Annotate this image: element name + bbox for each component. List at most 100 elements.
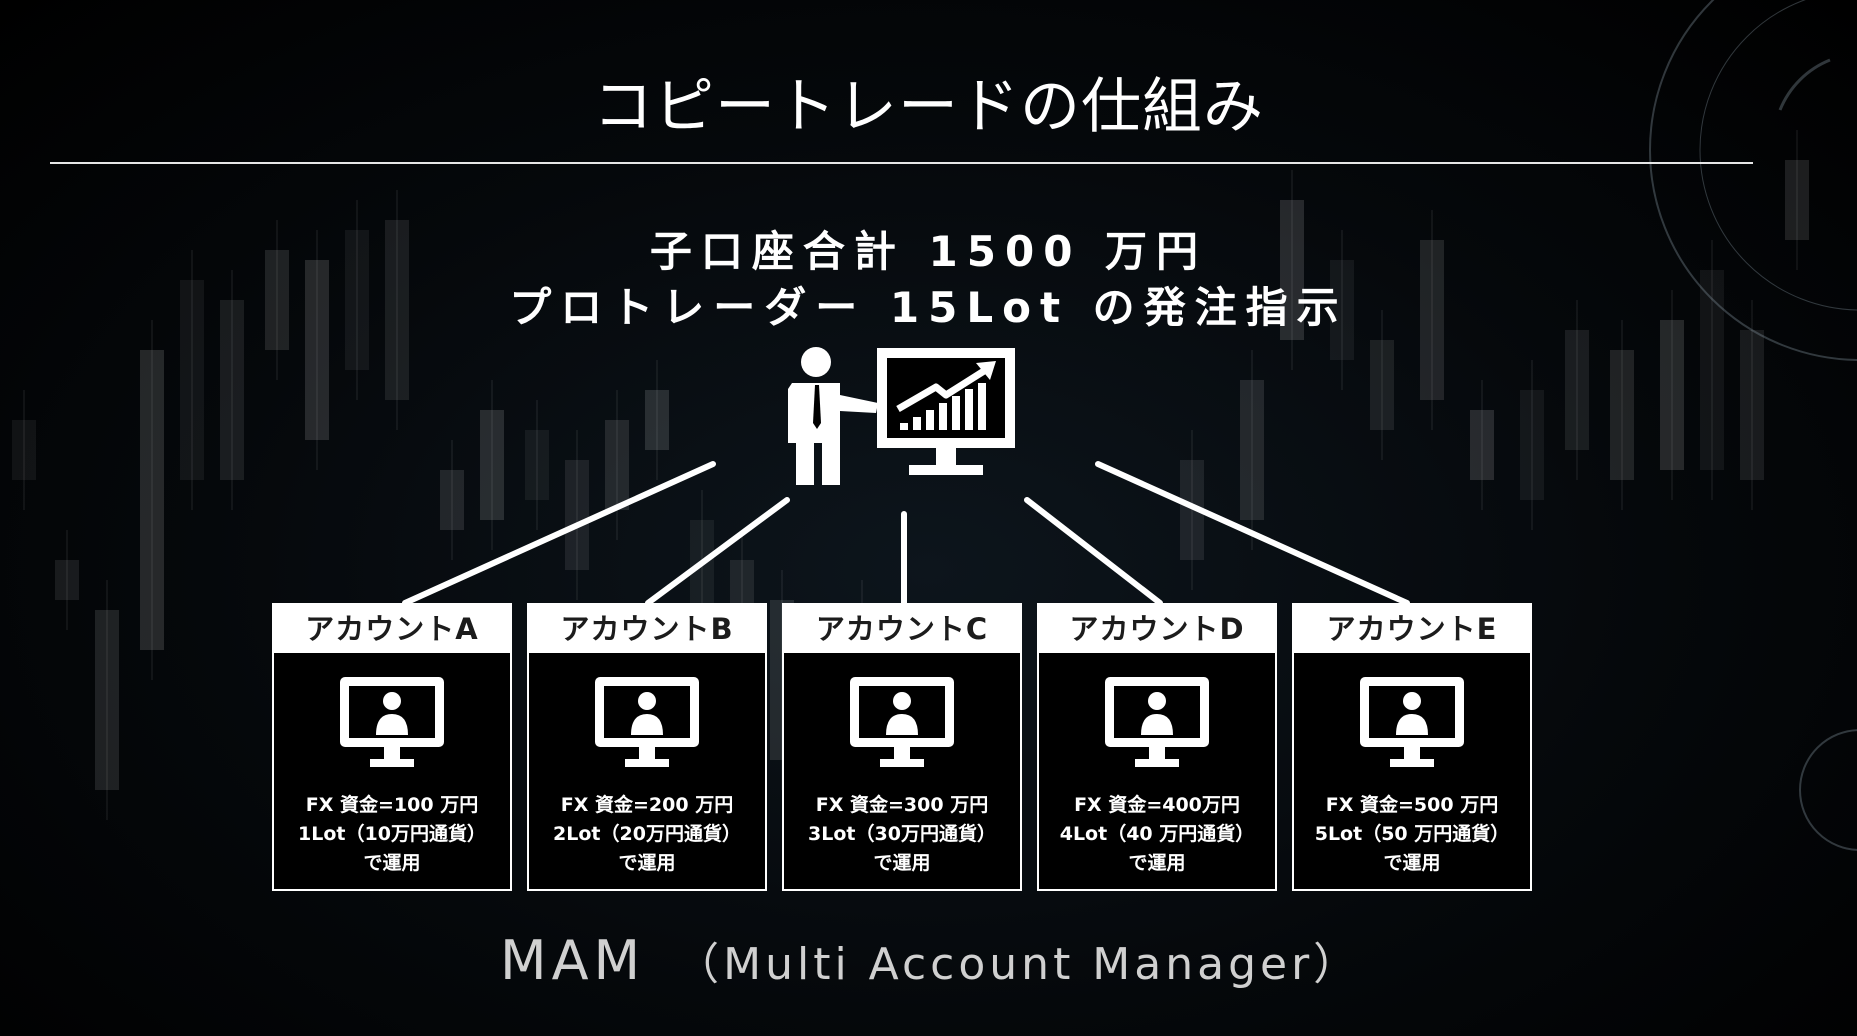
background-candle-wick <box>1191 430 1193 590</box>
account-funds: FX 資金=100 万円 <box>305 794 479 816</box>
background-candle-wick <box>1531 360 1533 530</box>
account-lot: 5Lot（50 万円通貨） <box>1314 823 1510 845</box>
account-note: で運用 <box>1383 852 1441 874</box>
background-candle-wick <box>356 200 358 400</box>
line-to-account-e <box>1095 461 1410 606</box>
background-candle <box>1420 240 1444 400</box>
background-candle-wick <box>23 390 25 510</box>
background-candle-wick <box>1796 130 1798 270</box>
background-candle <box>1470 410 1494 480</box>
headline-order-instruction: プロトレーダー 15Lot の発注指示 <box>509 283 1348 332</box>
background-candle <box>440 470 464 530</box>
background-candle <box>1610 350 1634 480</box>
background-candle-wick <box>1431 210 1433 430</box>
background-candle-wick <box>616 390 618 540</box>
background-candle <box>95 610 119 790</box>
account-funds: FX 資金=400万円 <box>1074 794 1240 816</box>
account-name: アカウントB <box>529 605 765 653</box>
background-candle <box>345 230 369 370</box>
line-to-account-a <box>402 461 716 606</box>
footer-mam: MAM <box>500 929 646 992</box>
account-card-c: アカウントC FX 資金=300 万円 3Lot（30万円通貨） で運用 <box>782 603 1022 891</box>
user-monitor-icon <box>850 677 954 767</box>
background-candle-wick <box>1251 350 1253 550</box>
background-candle <box>1330 260 1354 360</box>
account-lot: 2Lot（20万円通貨） <box>553 823 741 845</box>
background-candle-wick <box>191 250 193 510</box>
account-funds: FX 資金=300 万円 <box>815 794 989 816</box>
background-candle <box>265 250 289 350</box>
background-candle <box>1370 340 1394 430</box>
background-candle-wick <box>1291 170 1293 370</box>
background-candle-wick <box>536 400 538 530</box>
background-candle-wick <box>1711 240 1713 500</box>
user-monitor-icon <box>340 677 444 767</box>
background-candle <box>1240 380 1264 520</box>
background-candle-wick <box>451 440 453 560</box>
background-candle-wick <box>1751 300 1753 510</box>
background-candle-wick <box>66 530 68 630</box>
account-lot: 1Lot（10万円通貨） <box>298 823 486 845</box>
account-card-b: アカウントB FX 資金=200 万円 2Lot（20万円通貨） で運用 <box>527 603 767 891</box>
account-name: アカウントD <box>1039 605 1275 653</box>
background-candle-wick <box>316 230 318 470</box>
background-candle-wick <box>151 320 153 680</box>
account-name: アカウントA <box>274 605 510 653</box>
background-candle-wick <box>396 190 398 430</box>
footer-mam-expansion: （Multi Account Manager） <box>675 939 1362 990</box>
background-candle-wick <box>656 360 658 480</box>
background-candle <box>605 420 629 510</box>
background-candle <box>645 390 669 450</box>
background-candle <box>12 420 36 480</box>
background-candle <box>140 350 164 650</box>
background-candle-wick <box>1621 320 1623 510</box>
background-candle <box>385 220 409 400</box>
background-candle-wick <box>1481 380 1483 510</box>
presenter-with-chart-icon <box>788 347 1015 485</box>
account-lot: 3Lot（30万円通貨） <box>808 823 996 845</box>
background-candle <box>55 560 79 600</box>
user-monitor-icon <box>1360 677 1464 767</box>
background-candle-wick <box>1576 300 1578 480</box>
background-candle-wick <box>1671 290 1673 500</box>
title-divider <box>50 162 1753 164</box>
background-candle-wick <box>491 380 493 550</box>
background-candle <box>525 430 549 500</box>
user-monitor-icon <box>595 677 699 767</box>
background-candle <box>1280 200 1304 340</box>
background-candle <box>180 280 204 480</box>
account-name: アカウントE <box>1294 605 1530 653</box>
background-candle-wick <box>106 580 108 820</box>
background-candle <box>305 260 329 440</box>
background-candle <box>1565 330 1589 450</box>
background-candle <box>480 410 504 520</box>
background-candle-wick <box>1341 230 1343 390</box>
background-candle <box>1700 270 1724 470</box>
footer-caption: MAM （Multi Account Manager） <box>500 928 1361 992</box>
account-card-a: アカウントA FX 資金=100 万円 1Lot（10万円通貨） で運用 <box>272 603 512 891</box>
account-note: で運用 <box>873 852 931 874</box>
background-candle-wick <box>1381 310 1383 460</box>
background-candle <box>220 300 244 480</box>
headline-total-funds: 子口座合計 1500 万円 <box>649 227 1208 276</box>
background-candle <box>1785 160 1809 240</box>
account-note: で運用 <box>1128 852 1186 874</box>
background-candle-wick <box>576 430 578 600</box>
account-note: で運用 <box>363 852 421 874</box>
background-candle <box>1740 330 1764 480</box>
background-candle-wick <box>701 490 703 700</box>
background-candle-wick <box>276 220 278 380</box>
account-name: アカウントC <box>784 605 1020 653</box>
background-candle <box>1520 390 1544 500</box>
account-funds: FX 資金=200 万円 <box>560 794 734 816</box>
user-monitor-icon <box>1105 677 1209 767</box>
background-candle <box>1660 320 1684 470</box>
account-funds: FX 資金=500 万円 <box>1325 794 1499 816</box>
account-lot: 4Lot（40 万円通貨） <box>1059 823 1255 845</box>
background-candle-wick <box>231 270 233 510</box>
background-candle <box>565 460 589 570</box>
page-title: コピートレードの仕組み <box>593 72 1264 142</box>
